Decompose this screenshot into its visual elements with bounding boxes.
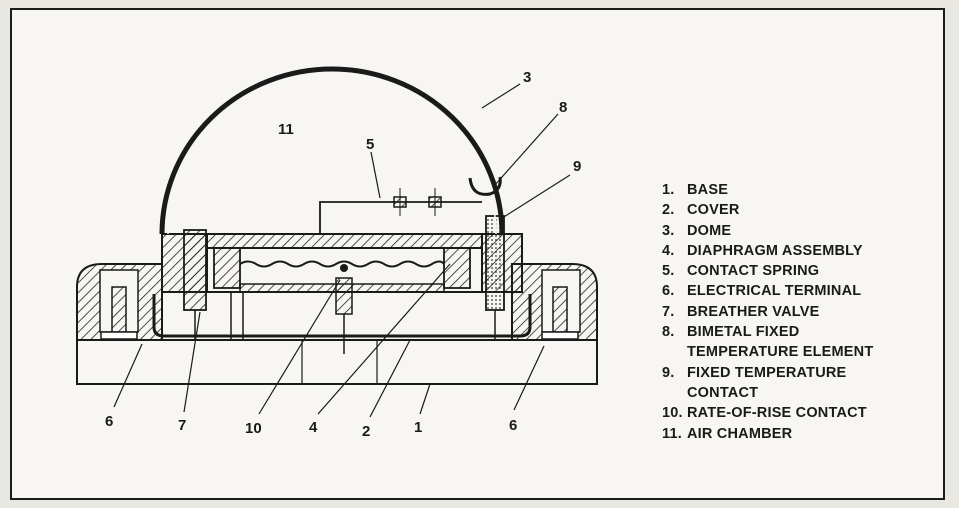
callout-11: 11: [278, 121, 294, 138]
legend-label: AIR CHAMBER: [687, 425, 793, 442]
legend-number: 2.: [662, 202, 675, 219]
legend-label: DIAPHRAGM ASSEMBLY: [687, 242, 863, 259]
callout-2: 2: [362, 423, 370, 440]
legend-item: 2. COVER: [662, 200, 942, 220]
callout-8: 8: [559, 99, 567, 116]
callout-1: 1: [414, 419, 422, 436]
legend-number: 5.: [662, 263, 675, 280]
legend-label: RATE-OF-RISE CONTACT: [687, 405, 867, 422]
legend-label: BASE: [687, 182, 729, 198]
legend-label: DOME: [687, 222, 732, 239]
diagram-frame: 11 3 8 5 9 6 7 10 4 2 1 6 1. BASE 2. COVER…: [10, 8, 945, 500]
contact-spring: [319, 188, 482, 234]
legend-item: 6. ELECTRICAL TERMINAL: [662, 281, 942, 301]
callout-4: 4: [309, 419, 318, 436]
callout-7: 7: [178, 417, 186, 434]
parts-legend: 1. BASE 2. COVER 3. DOME 4. DIAPHRAGM ASSEMB…: [662, 180, 942, 444]
electrical-terminal-left: [100, 286, 138, 340]
breather-valve: [183, 229, 244, 340]
legend-label: BREATHER VALVE: [687, 303, 820, 320]
legend-item: 3. DOME: [662, 221, 942, 241]
legend-item: 5. CONTACT SPRING: [662, 261, 942, 281]
callout-5: 5: [366, 136, 374, 153]
electrical-terminal-right: [541, 286, 579, 340]
legend-item: 11. AIR CHAMBER: [662, 424, 942, 444]
legend-number: 11.: [662, 425, 682, 442]
legend-item: 10.RATE-OF-RISE CONTACT: [662, 403, 942, 423]
legend-item: 1. BASE: [662, 180, 942, 200]
legend-label: ELECTRICAL TERMINAL: [687, 283, 862, 300]
legend-number: 3.: [662, 222, 675, 239]
legend-item: 8. BIMETAL FIXED TEMPERATURE ELEMENT: [662, 322, 942, 363]
bimetal-element: [468, 176, 502, 196]
fixed-temperature-contact: [485, 215, 505, 340]
legend-number: 10.: [662, 405, 683, 422]
callout-9: 9: [573, 158, 581, 175]
legend-number: 8.: [662, 324, 675, 341]
cover-part: [152, 294, 532, 338]
rate-of-rise-contact: [335, 264, 353, 354]
callout-10: 10: [245, 420, 262, 437]
callout-leader-lines: [113, 83, 571, 418]
dome-part: [159, 66, 505, 235]
legend-number: 7.: [662, 303, 675, 320]
legend-number: 9.: [662, 364, 675, 381]
legend-label: BIMETAL FIXED TEMPERATURE ELEMENT: [687, 324, 874, 361]
legend-number: 6.: [662, 283, 675, 300]
diaphragm-assembly: [239, 260, 445, 268]
callout-3: 3: [523, 69, 531, 86]
legend-item: 9. FIXED TEMPERATURE CONTACT: [662, 363, 942, 404]
legend-item: 7. BREATHER VALVE: [662, 302, 942, 322]
callout-6-right: 6: [509, 417, 517, 434]
legend-label: FIXED TEMPERATURE CONTACT: [687, 364, 847, 401]
legend-number: 1.: [662, 182, 675, 198]
legend-label: CONTACT SPRING: [687, 263, 820, 280]
detector-cross-section: 11 3 8 5 9 6 7 10 4 2 1 6: [76, 66, 598, 440]
callout-6-left: 6: [105, 413, 113, 430]
legend-number: 4.: [662, 242, 675, 259]
legend-label: COVER: [687, 202, 740, 219]
legend-item: 4. DIAPHRAGM ASSEMBLY: [662, 241, 942, 261]
